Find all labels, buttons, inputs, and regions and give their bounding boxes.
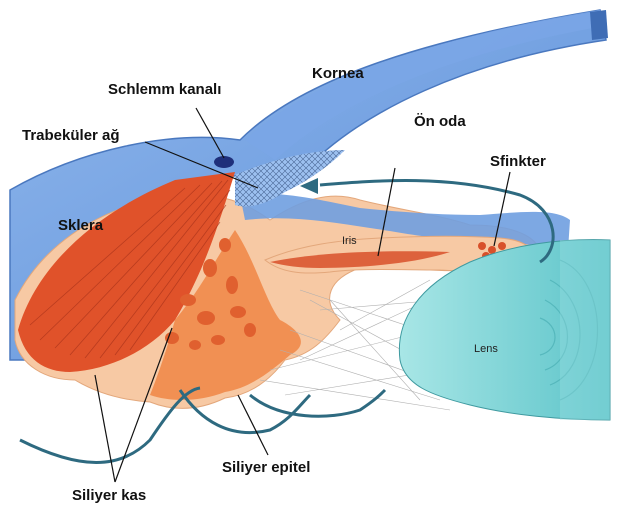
schlemm-label: Schlemm kanalı bbox=[108, 81, 221, 98]
on-oda-label: Ön oda bbox=[414, 113, 466, 130]
cornea-end bbox=[590, 10, 608, 40]
lens-front-face bbox=[560, 240, 610, 420]
sklera-label: Sklera bbox=[58, 217, 104, 234]
siliyer-epitel-label: Siliyer epitel bbox=[222, 459, 310, 476]
kornea-label: Kornea bbox=[312, 65, 364, 82]
lens-label: Lens bbox=[474, 343, 498, 355]
siliyer-kas-label: Siliyer kas bbox=[72, 487, 146, 504]
trabekuler-label: Trabeküler ağ bbox=[22, 127, 120, 144]
sfinkter-label: Sfinkter bbox=[490, 153, 546, 170]
iris-label: Iris bbox=[342, 235, 357, 247]
